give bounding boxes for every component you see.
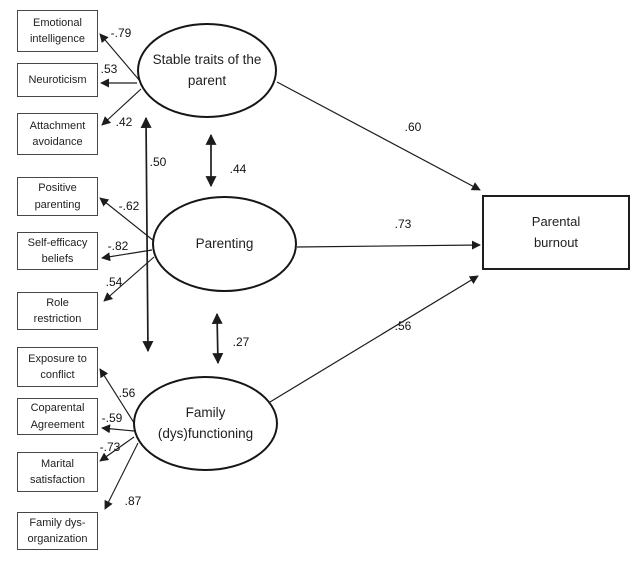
loading-arrow-marital-satisfaction (99, 436, 135, 462)
covariance-arrow-parenting-family (211, 312, 224, 365)
indicator-box-self-efficacy-beliefs: Self-efficacy beliefs (17, 232, 98, 270)
indicator-box-coparental-agreement: Coparental Agreement (17, 398, 98, 435)
indicator-box-attachment-avoidance: Attachment avoidance (17, 113, 98, 155)
indicator-label: Neuroticism (28, 73, 87, 86)
latent-label: Stable traits of the parent (152, 52, 262, 88)
outcome-label: Parental burnout (531, 214, 581, 250)
indicator-box-marital-satisfaction: Marital satisfaction (17, 452, 98, 492)
loading-value-attachment-avoidance: .42 (115, 115, 133, 129)
path-value-family-to-burnout: .56 (394, 319, 412, 333)
loading-value-marital-satisfaction: -.73 (99, 440, 121, 454)
loading-arrow-attachment-avoidance (101, 88, 142, 126)
outcome-box-parental-burnout: Parental burnout (482, 195, 630, 270)
indicator-box-family-dysorganization: Family dys-organization (17, 512, 98, 550)
loading-arrow-coparental-agreement (101, 424, 135, 434)
indicator-label: Role restriction (33, 296, 82, 326)
latent-label: Family (dys)functioning (157, 405, 254, 441)
indicator-box-emotional-intelligence: Emotional intelligence (17, 10, 98, 52)
path-value-parenting-to-burnout: .73 (394, 217, 412, 231)
loading-value-neuroticism: .53 (100, 62, 118, 76)
loading-value-family-dysorganization: .87 (124, 494, 142, 508)
loading-arrow-exposure-to-conflict (99, 368, 137, 427)
indicator-label: Family dys-organization (27, 516, 88, 546)
indicator-box-positive-parenting: Positive parenting (17, 177, 98, 216)
indicator-label: Self-efficacy beliefs (27, 236, 88, 266)
indicator-label: Exposure to conflict (28, 352, 87, 382)
latent-label: Parenting (195, 235, 254, 251)
latent-ellipse-stable-traits: Stable traits of the parent (137, 23, 277, 118)
indicator-label: Attachment avoidance (29, 119, 86, 149)
indicator-label: Marital satisfaction (29, 457, 86, 487)
indicator-box-role-restriction: Role restriction (17, 292, 98, 330)
path-family-to-burnout (269, 275, 479, 403)
loading-value-exposure-to-conflict: .56 (118, 386, 136, 400)
latent-ellipse-parenting: Parenting (152, 196, 297, 292)
indicator-label: Coparental Agreement (30, 402, 85, 431)
path-parenting-to-burnout (296, 240, 481, 250)
loading-value-positive-parenting: -.62 (118, 199, 140, 213)
covariance-value-stable-family: .50 (149, 155, 167, 169)
path-stable-traits-to-burnout (276, 81, 481, 191)
latent-ellipse-family-dysfunctioning: Family (dys)functioning (133, 376, 278, 471)
loading-arrow-family-dysorganization (104, 442, 139, 510)
indicator-label: Emotional intelligence (29, 16, 86, 46)
covariance-value-parenting-family: .27 (232, 335, 250, 349)
indicator-box-neuroticism: Neuroticism (17, 63, 98, 97)
loading-value-role-restriction: .54 (105, 275, 123, 289)
loading-arrow-emotional-intelligence (99, 33, 141, 82)
indicator-box-exposure-to-conflict: Exposure to conflict (17, 347, 98, 387)
covariance-arrow-stable-family (140, 116, 154, 353)
path-value-stable-traits-to-burnout: .60 (404, 120, 422, 134)
loading-value-coparental-agreement: -.59 (101, 411, 123, 425)
indicator-label: Positive parenting (34, 182, 81, 211)
covariance-value-stable-parenting: .44 (229, 162, 247, 176)
loading-value-self-efficacy-beliefs: -.82 (107, 239, 129, 253)
loading-value-emotional-intelligence: -.79 (110, 26, 132, 40)
